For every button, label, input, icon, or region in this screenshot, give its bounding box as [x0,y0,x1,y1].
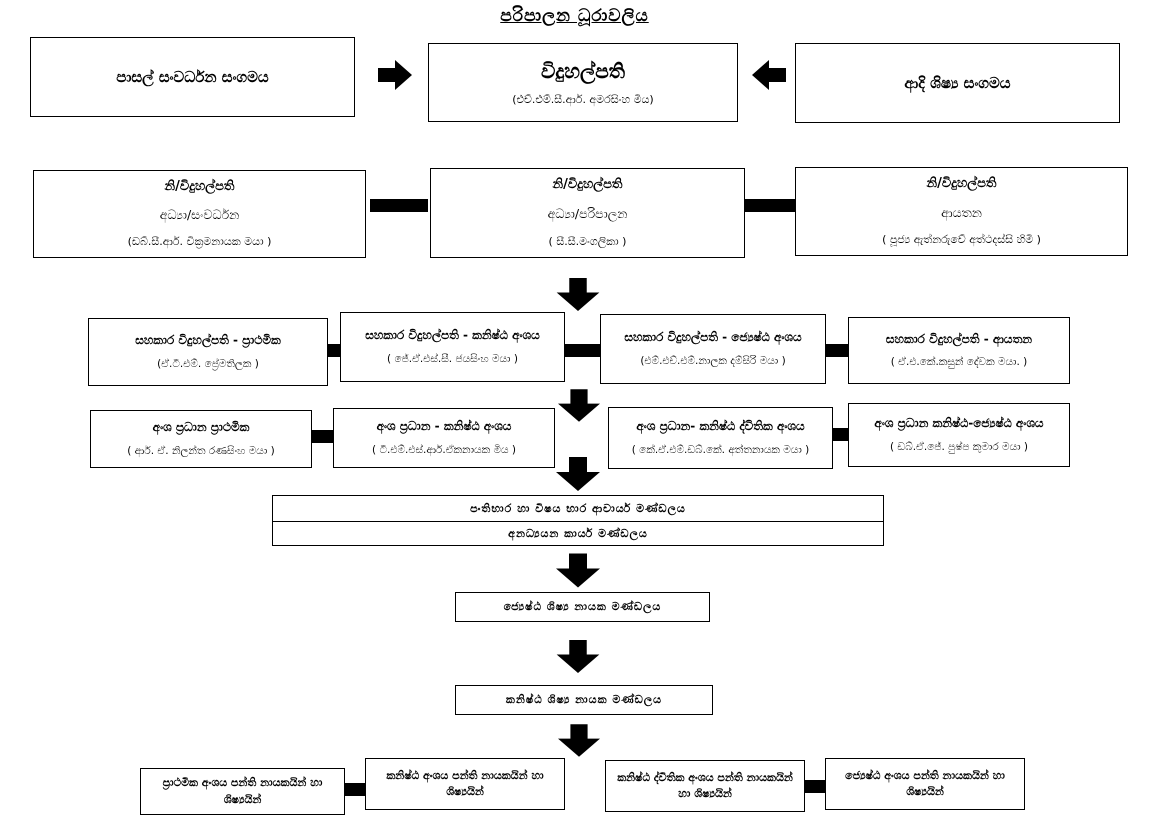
box-role: අධ්‍යා/සංවර්ධන [159,207,240,223]
person-name: ( ආර්. ඒ. නිලන්ත රණසිංහ මයා ) [127,444,275,457]
box-label: ජ්‍යෙෂ්ඨ ශිෂ්‍ය නායක මණ්ඩලය [503,599,662,613]
box-label: කනිෂ්ඨ ද්විතික අංශය පන්ති නායකයින් හා ශි… [617,770,793,801]
person-name: ( පූජ්‍ය ඇත්නරුවේ අත්ථදස්සි හිමි ) [882,233,1041,246]
box-primary-class-leaders: ප්‍රාථමික අංශය පන්ති නායකයින් හා ශිෂ්‍යය… [140,768,345,815]
box-label: ප්‍රාථමික අංශය පන්ති නායකයින් හා ශිෂ්‍යය… [162,776,323,806]
box-school-development-society: පාසල් සංවර්ධන සංගමය [30,37,355,117]
flow-arrow-down-icon [556,278,600,311]
person-name: ( සී.සී.මංගලිකා ) [548,235,627,248]
box-junior-secondary-class-leaders: කනිෂ්ඨ ද්විතික අංශය පන්ති නායකයින් හා ශි… [605,760,805,812]
connector-bar [370,199,428,212]
connector-bar [565,344,600,357]
box-title: සහකාර විදුහල්පති - කනිෂ්ඨ අංශය [365,328,540,343]
box-deputy-principal-administration: නි/විදුහල්පති අධ්‍යා/පරිපාලන ( සී.සී.මංග… [430,168,745,258]
box-section-head-primary: අංශ ප්‍රධාන ප්‍රාථමික ( ආර්. ඒ. නිලන්ත ර… [90,410,312,468]
connector-bar [805,780,825,793]
box-junior-prefects: කනිෂ්ඨ ශිෂ්‍ය නායක මණ්ඩලය [455,685,713,715]
box-title: නි/විදුහල්පති [552,177,623,192]
box-title: අංශ ප්‍රධාන - කනිෂ්ඨ අංශය [376,419,512,434]
box-assistant-principal-senior: සහකාර විදුහල්පති - ජ්‍යෙෂ්ඨ අංශය (එම්.එච… [600,314,826,384]
box-title: නි/විදුහල්පති [164,179,235,194]
flow-arrow-down-icon [558,389,600,422]
person-name: (ඒ.ටී.එම්. ප්‍රේමතිලක ) [157,357,259,370]
box-staff-board: පංතිභාර හා විෂය භාර ආචාර්ය මණ්ඩලය අනධ්‍ය… [272,495,884,546]
box-junior-class-leaders: කනිෂ්ඨ අංශය පන්ති නායකයින් හා ශිෂ්‍යයින් [365,758,565,810]
box-deputy-principal-development: නි/විදුහල්පති අධ්‍යා/සංවර්ධන (ඩබ්.සී.ආර්… [33,170,366,258]
box-label: පාසල් සංවර්ධන සංගමය [116,67,269,86]
person-name: (ඩබ්.සී.ආර්. වික්‍රමනායක මයා ) [127,235,272,248]
flow-arrow-down-icon [556,553,600,588]
connector-bar [328,344,340,357]
person-name: ( කේ.ඒ.එම්.ඩබ්.කේ. අත්තනායක මයා ) [631,443,810,456]
person-name: ( ඒ.එ.කේ.කසුන් දේවක මයා. ) [890,356,1028,369]
flow-arrow-left-icon [752,60,786,90]
box-senior-class-leaders: ජ්‍යෙෂ්ඨ අංශය පන්ති නායකයින් හා ශිෂ්‍යයි… [825,758,1025,810]
box-label: ජ්‍යෙෂ්ඨ අංශය පන්ති නායකයින් හා ශිෂ්‍යයි… [845,768,1005,799]
box-principal: විදුහල්පති (එච්.එම්.සී.ආර්. අමරසිංහ මිය) [428,43,738,122]
person-name: (එම්.එච්.එම්.නාලක දම්සිරි මයා ) [640,354,786,367]
box-section-head-junior-secondary: අංශ ප්‍රධාන- කනිෂ්ඨ ද්විතික අංශය ( කේ.ඒ.… [608,407,833,469]
box-assistant-principal-institutions: සහකාර විදුහල්පති - ආයතන ( ඒ.එ.කේ.කසුන් ද… [848,317,1070,384]
flow-arrow-right-icon [378,60,412,90]
box-title: සහකාර විදුහල්පති - ආයතන [885,331,1033,346]
box-assistant-principal-junior: සහකාර විදුහල්පති - කනිෂ්ඨ අංශය ( ජේ.ඒ.එස… [340,312,565,382]
flow-arrow-down-icon [558,724,600,757]
box-label: ආදි ශිෂ්‍ය සංගමය [904,73,1011,92]
box-title: අංශ ප්‍රධාන- කනිෂ්ඨ ද්විතික අංශය [636,419,805,434]
person-name: ( ටී.එම්.එස්.ආර්.ඒකනායක මිය ) [372,443,516,456]
connector-bar [833,428,848,441]
box-section-head-junior: අංශ ප්‍රධාන - කනිෂ්ඨ අංශය ( ටී.එම්.එස්.ආ… [333,408,555,468]
academic-staff-row: පංතිභාර හා විෂය භාර ආචාර්ය මණ්ඩලය [470,501,686,515]
box-role: ආයතන [941,204,982,220]
non-academic-staff-row: අනධ්‍යයන කාර්ය මණ්ඩලය [273,521,883,546]
flow-arrow-down-icon [556,640,600,673]
person-name: (එච්.එම්.සී.ආර්. අමරසිංහ මිය) [512,92,654,106]
box-old-students-association: ආදි ශිෂ්‍ය සංගමය [795,43,1120,123]
box-senior-prefects: ජ්‍යෙෂ්ඨ ශිෂ්‍ය නායක මණ්ඩලය [455,592,710,622]
box-title: සහකාර විදුහල්පති - ජ්‍යෙෂ්ඨ අංශය [624,330,802,345]
box-role: අධ්‍යා/පරිපාලන [547,206,628,222]
connector-bar [745,199,795,212]
person-name: ( ඩබ්.ඒ.ජේ. පුෂ්ප කුමාර මයා ) [889,440,1029,453]
box-deputy-principal-institutions: නි/විදුහල්පති ආයතන ( පූජ්‍ය ඇත්නරුවේ අත්… [795,167,1128,256]
box-section-head-junior-senior: අංශ ප්‍රධාන කනිෂ්ඨ-ජ්‍යෙෂ්ඨ අංශය ( ඩබ්.ඒ… [848,403,1070,467]
box-assistant-principal-primary: සහකාර විදුහල්පති - ප්‍රාථමික (ඒ.ටී.එම්. … [88,318,328,386]
box-title: සහකාර විදුහල්පති - ප්‍රාථමික [135,333,281,348]
connector-bar [345,783,365,796]
flow-arrow-down-icon [556,457,600,491]
connector-bar [826,344,848,357]
box-title: අංශ ප්‍රධාන කනිෂ්ඨ-ජ්‍යෙෂ්ඨ අංශය [874,416,1044,431]
connector-bar [312,430,333,443]
box-label: කනිෂ්ඨ ශිෂ්‍ය නායක මණ්ඩලය [505,692,663,706]
box-title: අංශ ප්‍රධාන ප්‍රාථමික [152,420,250,435]
box-title: විදුහල්පති [540,58,626,83]
box-label: කනිෂ්ඨ අංශය පන්ති නායකයින් හා ශිෂ්‍යයින් [386,768,544,799]
box-title: නි/විදුහල්පති [926,176,997,191]
person-name: ( ජේ.ඒ.එස්.සී. ජයසිංහ මයා ) [387,352,518,365]
page-title: පරිපාලන ධූරාවලිය [500,6,649,26]
